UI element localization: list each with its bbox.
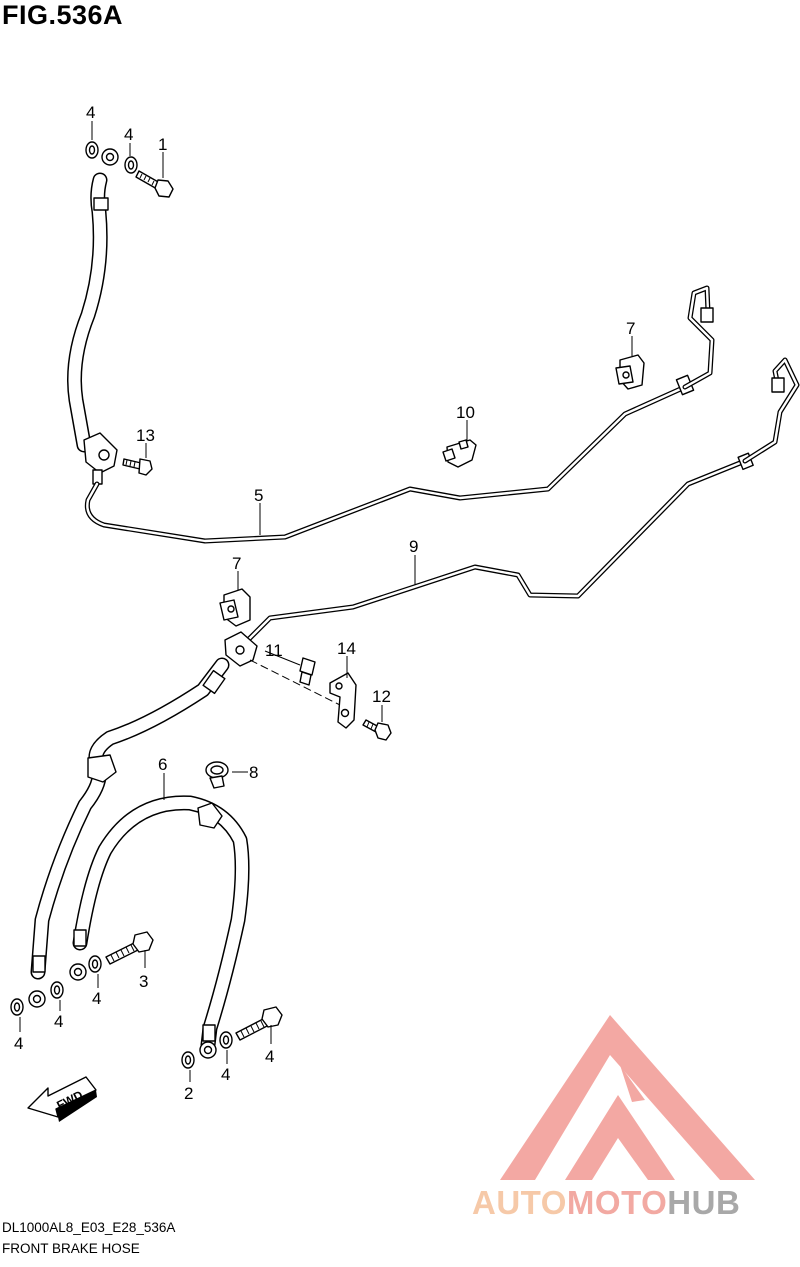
bolt-13[interactable] bbox=[122, 458, 153, 476]
brake-hose-6[interactable] bbox=[69, 795, 250, 1059]
clip-10[interactable] bbox=[442, 439, 477, 468]
callout-hose-5: 5 bbox=[254, 486, 263, 505]
banjo-fitting-top bbox=[101, 148, 119, 166]
figure-footer: DL1000AL8_E03_E28_536A FRONT BRAKE HOSE bbox=[2, 1217, 175, 1259]
brake-hose-9[interactable] bbox=[28, 357, 800, 1008]
union-bolt-1[interactable] bbox=[135, 170, 174, 198]
leader-lines bbox=[19, 121, 633, 1082]
washer-lower-1[interactable] bbox=[10, 998, 24, 1016]
callout-clamp-7b: 7 bbox=[232, 554, 241, 573]
diagram-code: DL1000AL8_E03_E28_536A bbox=[2, 1220, 176, 1235]
clamp-7-lower[interactable] bbox=[219, 588, 251, 627]
callout-bolt-12: 12 bbox=[372, 687, 391, 706]
washer-lower-5[interactable] bbox=[219, 1031, 233, 1049]
washer-lower-3[interactable] bbox=[88, 955, 102, 973]
assembly-guide-line bbox=[249, 659, 341, 706]
callout-bolt-13: 13 bbox=[136, 426, 155, 445]
logo-shape-cut bbox=[620, 1065, 645, 1102]
callout-bolt-11: 11 bbox=[265, 641, 283, 660]
callout-washer-4e: 4 bbox=[14, 1034, 23, 1053]
callout-washer-4d: 4 bbox=[54, 1012, 63, 1031]
callout-clamp-8: 8 bbox=[249, 763, 258, 782]
logo-triangle-icon bbox=[500, 1015, 755, 1180]
logo-shape-inner bbox=[565, 1095, 675, 1180]
callout-washer-4a: 4 bbox=[86, 103, 95, 122]
bolt-11[interactable] bbox=[299, 657, 316, 686]
callout-clamp-7a: 7 bbox=[626, 319, 635, 338]
callout-hose-9: 9 bbox=[409, 537, 418, 556]
union-bolt-3[interactable] bbox=[105, 931, 154, 965]
callout-washer-4c: 4 bbox=[92, 989, 101, 1008]
automotohub-logo-mark bbox=[500, 1015, 755, 1180]
bolt-12[interactable] bbox=[362, 719, 392, 741]
hose-clamp-8[interactable] bbox=[205, 761, 229, 789]
union-bolt-2[interactable] bbox=[235, 1006, 283, 1041]
callout-hose-6: 6 bbox=[158, 755, 167, 774]
diagram-caption: FRONT BRAKE HOSE bbox=[2, 1241, 140, 1256]
logo-shape-outer bbox=[500, 1015, 755, 1180]
watermark-text-auto: AUTO bbox=[472, 1184, 567, 1221]
automotohub-watermark: AUTOMOTOHUB bbox=[472, 1184, 740, 1222]
clamp-7-upper[interactable] bbox=[615, 354, 645, 390]
callout-washer-4b: 4 bbox=[124, 125, 133, 144]
washer-top-2[interactable] bbox=[124, 156, 138, 174]
washer-top-1[interactable] bbox=[85, 141, 99, 159]
callout-bracket-14: 14 bbox=[337, 639, 356, 658]
watermark-text-moto: MOTO bbox=[566, 1184, 668, 1221]
figure-title: FIG.536A bbox=[2, 0, 124, 30]
callout-washer-4f: 2 bbox=[184, 1084, 193, 1103]
brake-hose-5[interactable] bbox=[67, 172, 715, 544]
washer-lower-2[interactable] bbox=[50, 981, 64, 999]
callout-union-bolt-3: 3 bbox=[139, 972, 148, 991]
callout-union-bolt-1: 1 bbox=[158, 135, 167, 154]
callout-clip-10: 10 bbox=[456, 403, 475, 422]
callout-washer-4g: 4 bbox=[221, 1065, 230, 1084]
bracket-14[interactable] bbox=[329, 672, 357, 729]
callout-union-bolt-2: 4 bbox=[265, 1047, 274, 1066]
washer-lower-4[interactable] bbox=[181, 1051, 195, 1069]
forward-direction-arrow: FWD bbox=[27, 1076, 97, 1122]
watermark-text-hub: HUB bbox=[667, 1184, 741, 1221]
